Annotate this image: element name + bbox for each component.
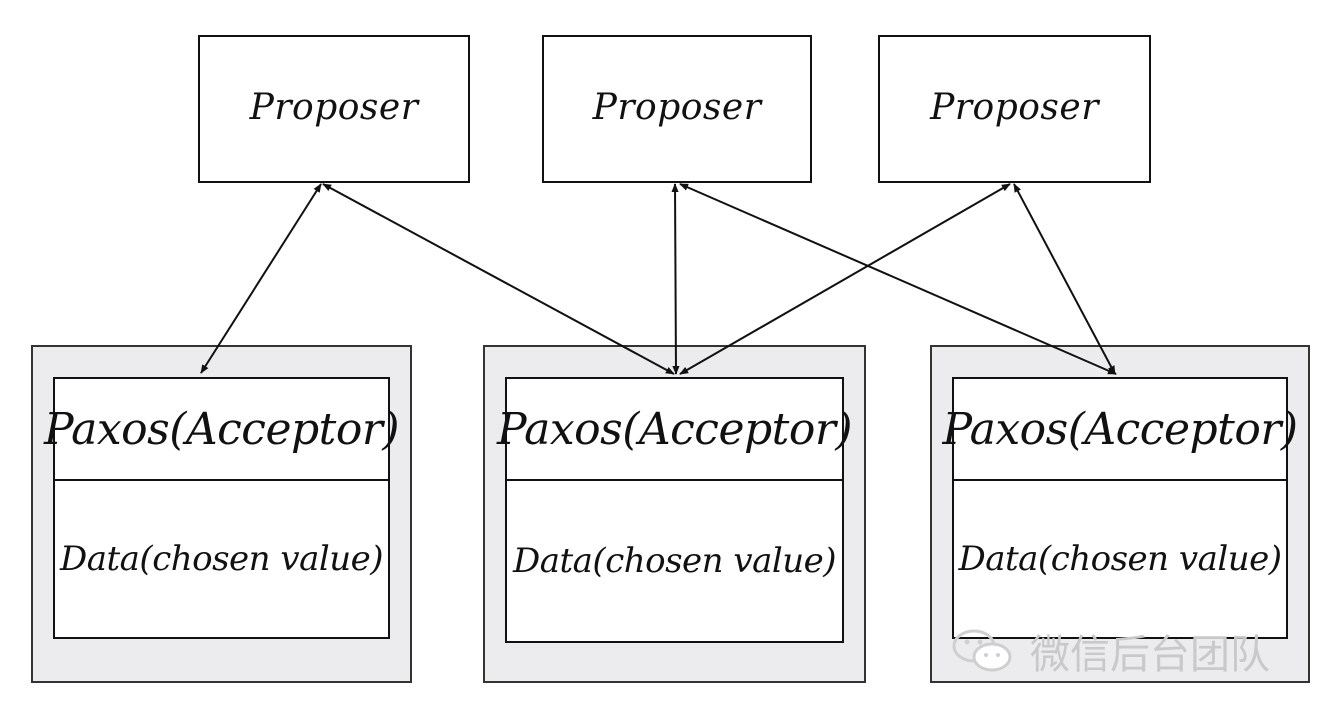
acceptor-node-1: Paxos(Acceptor) Data(chosen value) <box>31 345 412 683</box>
proposer-box-2: Proposer <box>542 35 812 183</box>
arrow-p3-a3 <box>1013 183 1116 375</box>
acceptor-panel: Paxos(Acceptor) Data(chosen value) <box>44 377 400 639</box>
data-label: Data(chosen value) <box>958 539 1282 579</box>
data-label: Data(chosen value) <box>512 541 837 581</box>
wechat-icon <box>952 629 1012 672</box>
acceptor-title: Paxos(Acceptor) <box>497 379 853 481</box>
proposer-box-1: Proposer <box>198 35 470 183</box>
acceptor-node-3: Paxos(Acceptor) Data(chosen value) <box>930 345 1310 683</box>
arrow-p3-a2 <box>679 183 1011 375</box>
proposer-box-3: Proposer <box>878 35 1151 183</box>
acceptor-panel: Paxos(Acceptor) Data(chosen value) <box>942 377 1298 639</box>
proposer-label: Proposer <box>592 86 762 128</box>
arrow-p1-a1 <box>200 183 322 374</box>
watermark-text: 微信后台团队 <box>1030 632 1270 678</box>
acceptor-panel: Paxos(Acceptor) Data(chosen value) <box>497 377 853 643</box>
acceptor-node-2: Paxos(Acceptor) Data(chosen value) <box>483 345 866 683</box>
acceptor-title: Paxos(Acceptor) <box>44 379 400 481</box>
acceptor-title: Paxos(Acceptor) <box>942 379 1298 481</box>
watermark: 微信后台团队 <box>950 622 1270 680</box>
arrow-p2-a2 <box>671 183 680 375</box>
arrow-p2-a3 <box>679 183 1117 375</box>
proposer-label: Proposer <box>930 86 1099 128</box>
data-label: Data(chosen value) <box>59 539 384 579</box>
proposer-label: Proposer <box>249 86 419 128</box>
arrow-p1-a2 <box>322 183 675 375</box>
